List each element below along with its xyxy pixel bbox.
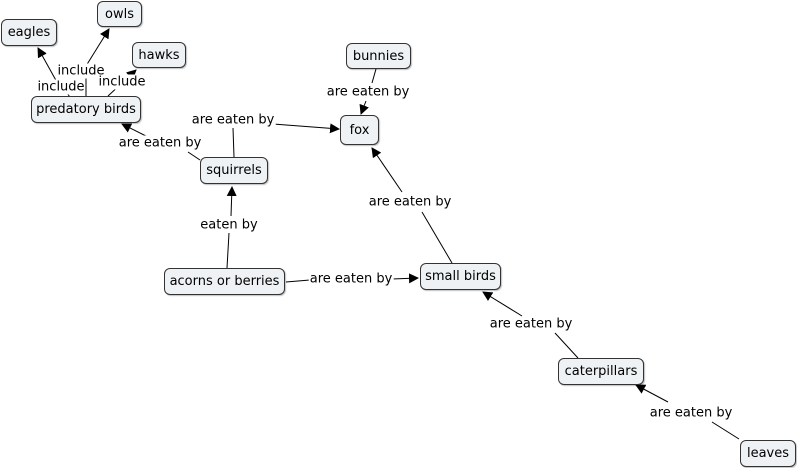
edge-leaves-caterpillars	[635, 384, 669, 403]
label-include-hawks: include	[97, 74, 147, 90]
node-acorns-or-berries[interactable]: acorns or berries	[164, 268, 285, 295]
node-caterpillars[interactable]: caterpillars	[558, 358, 644, 385]
label-squirrels-predatory: are eaten by	[117, 135, 203, 151]
edge-include-eagles	[37, 47, 59, 85]
node-small-birds[interactable]: small birds	[420, 263, 501, 290]
label-squirrels-fox: are eaten by	[190, 112, 276, 128]
edge-acorns-smallbirds	[391, 273, 419, 284]
edge-caterpillars-smallbirds	[482, 291, 523, 317]
label-caterpillars-smallbirds: are eaten by	[488, 316, 574, 332]
label-smallbirds-fox: are eaten by	[367, 194, 453, 210]
edge-smallbirds-fox	[371, 147, 403, 193]
node-hawks[interactable]: hawks	[132, 42, 186, 68]
label-include-eagles: include	[36, 79, 86, 95]
label-bunnies-fox: are eaten by	[325, 84, 411, 100]
node-bunnies[interactable]: bunnies	[346, 43, 411, 69]
label-acorns-squirrels: eaten by	[199, 217, 259, 233]
node-predatory-birds[interactable]: predatory birds	[31, 96, 141, 123]
edge-include-owls	[85, 28, 110, 67]
label-include-owls: include	[56, 63, 106, 79]
edge-squirrels-fox	[272, 123, 340, 134]
node-fox[interactable]: fox	[340, 115, 379, 145]
node-owls[interactable]: owls	[97, 1, 142, 27]
node-leaves[interactable]: leaves	[740, 440, 796, 467]
label-leaves-caterpillars: are eaten by	[648, 405, 734, 421]
edge-acorns-squirrels	[226, 186, 237, 217]
edge-bunnies-fox	[359, 100, 369, 115]
node-squirrels[interactable]: squirrels	[200, 157, 268, 184]
node-eagles[interactable]: eagles	[1, 19, 57, 46]
label-acorns-smallbirds: are eaten by	[308, 271, 394, 287]
